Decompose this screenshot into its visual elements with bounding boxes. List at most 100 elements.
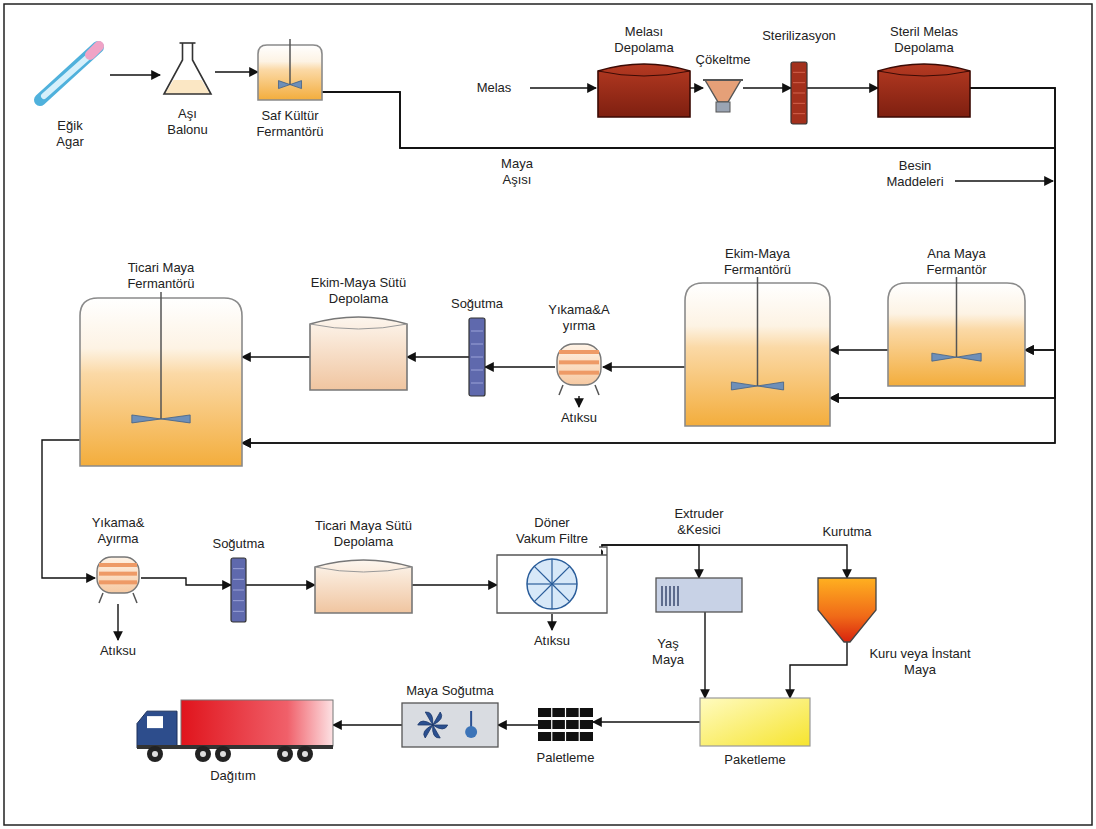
equipment-label: Soğutma: [209, 536, 269, 552]
extruder-die: [673, 586, 674, 606]
equipment-icon: [700, 698, 810, 746]
flow-connector: [704, 612, 705, 698]
column-stripe: [471, 370, 483, 371]
pallet-gap: [565, 708, 566, 717]
equipment-node: Dağıtım: [133, 700, 333, 762]
separator-band: [99, 563, 137, 567]
product-label: Yaş Maya: [643, 636, 693, 668]
flow-label: Besin Maddeleri: [878, 158, 952, 190]
flow-connector: [602, 545, 699, 578]
equipment-icon: [598, 62, 690, 117]
pallet-row: [538, 708, 593, 717]
stirrer-shaft: [757, 277, 759, 386]
equipment-icon: [315, 558, 412, 613]
package-box: [700, 698, 810, 746]
equipment-node: Aşı Balonu: [160, 40, 215, 98]
filter-spoke: [534, 566, 552, 584]
centrifuge-stand: [716, 102, 730, 112]
column-stripe: [233, 568, 244, 569]
separator-leg: [559, 385, 599, 395]
separator-body: [557, 344, 601, 385]
equipment-icon: [30, 35, 110, 110]
tube-glass: [40, 47, 98, 100]
fan-blade: [425, 712, 433, 725]
flow-connector: [603, 366, 685, 367]
equipment-label: Extruder &Kesici: [662, 506, 736, 538]
tank-body: [315, 560, 412, 613]
equipment-icon: [555, 340, 603, 395]
waste-arrow: [117, 604, 118, 640]
equipment-icon: [258, 45, 322, 100]
pallet-gap: [551, 720, 552, 729]
flow-connector: [498, 724, 538, 725]
pallet-gap: [551, 732, 552, 741]
equipment-node: Paketleme: [700, 698, 810, 746]
extruder-die: [677, 586, 678, 606]
flow-label: Melas: [468, 80, 520, 96]
column-stripe: [471, 357, 483, 358]
equipment-label: Yıkama& Ayırma: [85, 515, 151, 547]
equipment-label: Paletleme: [526, 750, 606, 766]
equipment-node: Ticari Maya Fermantörü: [80, 298, 242, 466]
equipment-label: Steril Melas Depolama: [879, 24, 969, 56]
truck-wheel: [297, 746, 313, 762]
equipment-label: Dağıtım: [193, 768, 273, 784]
equipment-label: Ticari Maya Sütü Depolama: [304, 518, 424, 550]
separator-band: [559, 350, 599, 354]
filter-spoke: [552, 584, 570, 602]
flow-connector: [743, 87, 791, 88]
filter-spoke: [552, 566, 570, 584]
equipment-icon: [160, 40, 215, 98]
column-stripe: [793, 113, 805, 114]
equipment-icon: [95, 553, 141, 603]
flow-connector: [242, 88, 1055, 443]
flask-lip: [180, 42, 196, 44]
column-stripe: [471, 331, 483, 332]
equipment-label: Çökeltme: [688, 52, 758, 68]
flask-liquid: [165, 80, 210, 94]
pallet-gap: [579, 732, 580, 741]
flow-connector: [412, 584, 497, 585]
separator-band: [99, 572, 137, 576]
tube-agar: [44, 57, 88, 96]
cooler-probe: [470, 711, 472, 727]
tank-body: [598, 64, 690, 117]
tank-body: [310, 317, 407, 390]
pallet-row: [538, 720, 593, 729]
pallet-gap: [579, 720, 580, 729]
equipment-node: Sterilizasyon: [791, 62, 807, 124]
filter-spoke: [527, 583, 552, 584]
filter-spoke: [534, 584, 552, 602]
dryer-body: [818, 578, 876, 642]
column-stripe: [471, 383, 483, 384]
pallet-row: [538, 732, 593, 741]
separator-band: [559, 371, 599, 375]
extruder-body: [656, 578, 742, 612]
truck-hub: [200, 751, 206, 757]
product-label: Kuru veya İnstant Maya: [868, 646, 972, 678]
truck-trailer: [181, 700, 333, 746]
equipment-node: Çökeltme: [703, 74, 743, 114]
equipment-icon: [80, 298, 242, 466]
truck-hub: [302, 751, 308, 757]
flow-label: Atıksu: [554, 410, 604, 426]
flow-connector: [333, 724, 402, 725]
filter-spoke: [551, 584, 552, 609]
equipment-icon: [133, 700, 333, 762]
column-body: [231, 558, 246, 622]
flow-connector: [830, 88, 1055, 398]
extruder-die: [665, 586, 666, 606]
flow-label: Maya Aşısı: [490, 156, 544, 188]
equipment-icon: [538, 708, 593, 742]
equipment-node: Saf Kültür Fermantörü: [258, 45, 322, 100]
equipment-node: Melası Depolama: [598, 62, 690, 117]
equipment-node: Kurutma: [818, 578, 876, 642]
truck-hub: [282, 751, 288, 757]
frame: [4, 4, 1092, 825]
flow-connector: [830, 349, 888, 350]
column-body: [469, 318, 485, 396]
column-stripe: [233, 600, 244, 601]
equipment-node: Eğik Agar: [30, 35, 110, 110]
column-stripe: [793, 93, 805, 94]
column-stripe: [793, 103, 805, 104]
